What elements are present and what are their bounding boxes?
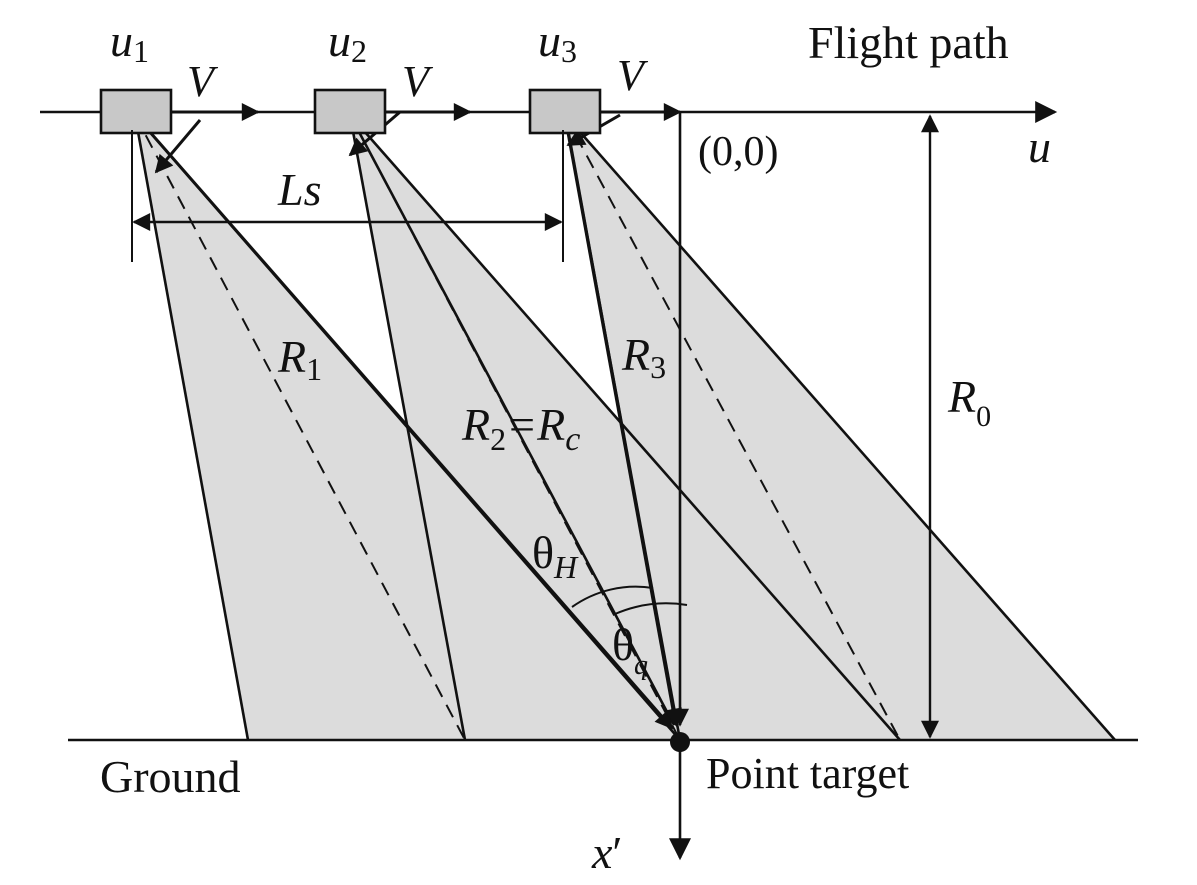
- label-ground: Ground: [100, 751, 241, 802]
- label-u2: u2: [328, 15, 367, 69]
- label-ls: Ls: [277, 164, 321, 215]
- range-line-r2: [348, 114, 676, 726]
- label-u3: u3: [538, 15, 577, 69]
- label-u-axis: u: [1028, 121, 1051, 172]
- range-line-r1: [133, 114, 674, 730]
- label-velocity-2: V: [402, 57, 434, 106]
- theta-q-arc: [614, 602, 688, 615]
- point-target-dot: [670, 732, 690, 752]
- antenna-u2: [313, 88, 387, 135]
- label-r2-equals-rc: R2=Rc: [461, 399, 580, 458]
- antenna-u3: [528, 88, 602, 135]
- label-x-prime: x′: [591, 827, 622, 878]
- label-theta-h: θH: [532, 527, 579, 585]
- label-velocity-1: V: [187, 57, 219, 106]
- range-line-r3: [563, 114, 682, 727]
- label-r1: R1: [277, 331, 322, 387]
- label-point-target: Point target: [706, 749, 909, 798]
- label-theta-q: θq: [612, 619, 648, 681]
- label-r0: R0: [947, 371, 991, 433]
- label-origin: (0,0): [698, 129, 778, 175]
- label-flight-path: Flight path: [808, 17, 1009, 68]
- r1-arrow-to-antenna: [154, 119, 202, 174]
- label-u1: u1: [110, 15, 149, 69]
- antenna-u1: [99, 88, 173, 135]
- theta-h-arc: [571, 585, 654, 608]
- label-velocity-3: V: [617, 51, 649, 100]
- label-r3: R3: [621, 329, 666, 385]
